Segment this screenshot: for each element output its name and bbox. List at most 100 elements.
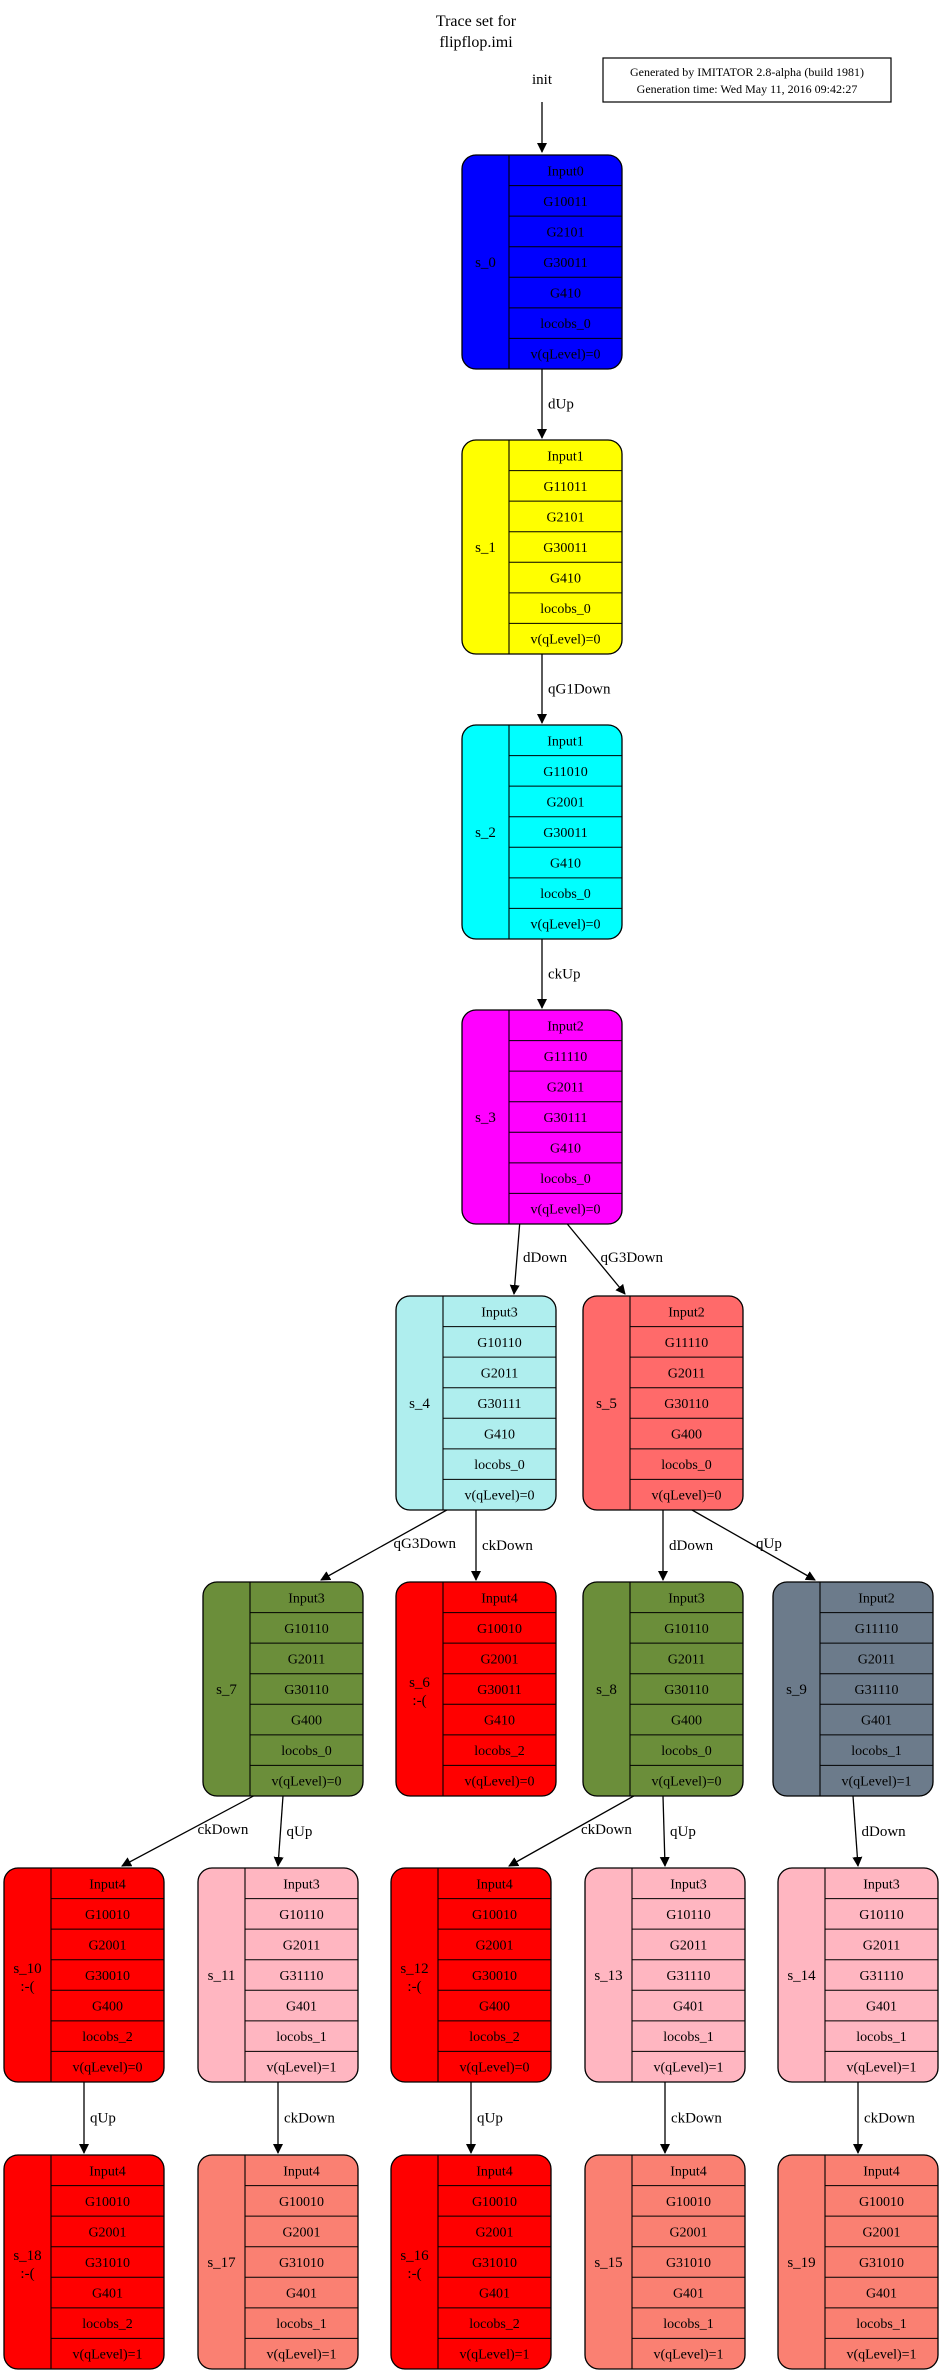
state-variable: G31010: [472, 2256, 517, 2271]
state-location: Input4: [481, 1591, 518, 1606]
state-id: s_16: [400, 2248, 429, 2264]
state-variable: G2001: [282, 2225, 320, 2240]
state-node-s-10: s_10:-(Input4G10010G2001G30010G400locobs…: [3, 1867, 165, 2083]
state-variable: G401: [479, 2287, 510, 2302]
edge-s-11-to-s-17: ckDown: [273, 2082, 335, 2154]
state-box: [582, 1295, 744, 1511]
state-box: [461, 1009, 623, 1225]
state-variable: G410: [484, 1428, 515, 1443]
edge-s-12-to-s-16: qUp: [466, 2082, 503, 2154]
state-variable: v(qLevel)=0: [530, 918, 600, 933]
state-variable: G2011: [863, 1938, 901, 1953]
state-node-s-6: s_6:-(Input4G10010G2001G30011G410locobs_…: [395, 1581, 557, 1797]
state-variable: locobs_1: [856, 2317, 907, 2332]
state-node-s-4: s_4Input3G10110G2011G30111G410locobs_0v(…: [395, 1295, 557, 1511]
state-variable: v(qLevel)=0: [72, 2061, 142, 2076]
state-variable: G30111: [543, 1111, 587, 1126]
state-variable: v(qLevel)=1: [846, 2348, 916, 2363]
state-variable: v(qLevel)=1: [266, 2061, 336, 2076]
state-variable: G31110: [859, 1969, 903, 1984]
state-location: Input2: [858, 1591, 895, 1606]
state-box: [197, 2154, 359, 2370]
state-id: s_2: [475, 825, 496, 841]
edge-s-14-to-s-19: ckDown: [853, 2082, 915, 2154]
state-variable: G400: [671, 1428, 702, 1443]
state-id: s_17: [207, 2255, 236, 2271]
state-variable: v(qLevel)=1: [459, 2348, 529, 2363]
state-id: s_13: [594, 1968, 622, 1984]
graph-title-line2: flipflop.imi: [439, 34, 513, 51]
state-variable: G2001: [475, 2225, 513, 2240]
state-id: s_1: [475, 540, 496, 556]
edge-arrow: [320, 1505, 455, 1581]
state-node-s-17: s_17Input4G10010G2001G31010G401locobs_1v…: [197, 2154, 359, 2370]
state-variable: G410: [550, 287, 581, 302]
state-location: Input2: [668, 1305, 705, 1320]
edge-s-5-to-s-9: qUp: [684, 1505, 816, 1581]
state-node-s-9: s_9Input2G11110G2011G31110G401locobs_1v(…: [772, 1581, 934, 1797]
edge-arrow: [121, 1791, 262, 1867]
edge-s-0-to-s-1: dUp: [537, 369, 574, 439]
edge-label: dDown: [523, 1250, 568, 1266]
edge-arrow: [563, 1219, 626, 1295]
state-variable: locobs_2: [82, 2317, 133, 2332]
state-variable: G2011: [670, 1938, 708, 1953]
state-node-s-2: s_2Input1G11010G2001G30011G410locobs_0v(…: [461, 724, 623, 940]
edge-s-8-to-s-13: qUp: [659, 1795, 696, 1867]
state-variable: G410: [550, 1142, 581, 1157]
state-variable: G10110: [859, 1908, 904, 1923]
state-id: s_19: [787, 2255, 815, 2271]
state-variable: v(qLevel)=0: [464, 1489, 534, 1504]
state-variable: locobs_1: [851, 1744, 902, 1759]
state-node-s-14: s_14Input3G10110G2011G31110G401locobs_1v…: [777, 1867, 939, 2083]
state-variable: G30110: [664, 1397, 709, 1412]
state-variable: G410: [550, 572, 581, 587]
state-variable: G30011: [543, 826, 588, 841]
state-id: s_12: [400, 1961, 428, 1977]
state-variable: locobs_0: [540, 317, 591, 332]
state-variable: G2011: [288, 1652, 326, 1667]
state-variable: v(qLevel)=0: [530, 633, 600, 648]
state-variable: G2011: [668, 1652, 706, 1667]
edge-label: qG1Down: [548, 682, 611, 698]
state-location: Input4: [670, 2164, 707, 2179]
state-id: s_3: [475, 1110, 496, 1126]
state-location: Input3: [481, 1305, 518, 1320]
edge-arrow: [659, 1795, 670, 1867]
state-variable: G2011: [547, 1080, 585, 1095]
state-variable: G401: [866, 2000, 897, 2015]
edge-arrow: [508, 1791, 642, 1867]
edge-arrow: [509, 1219, 521, 1295]
state-variable: G400: [671, 1714, 702, 1729]
state-variable: locobs_0: [474, 1458, 525, 1473]
state-location: Input4: [89, 2164, 126, 2179]
state-variable: v(qLevel)=1: [653, 2061, 723, 2076]
state-variable: G31010: [859, 2256, 904, 2271]
state-variable: G11110: [544, 1050, 588, 1065]
state-variable: G2001: [475, 1938, 513, 1953]
edge-arrow: [684, 1505, 816, 1581]
edge-label: qG3Down: [394, 1536, 457, 1552]
state-box: [395, 1581, 557, 1797]
state-variable: G400: [92, 2000, 123, 2015]
edge-label: ckDown: [671, 2111, 722, 2127]
state-variable: v(qLevel)=0: [464, 1775, 534, 1790]
state-variable: locobs_1: [276, 2030, 327, 2045]
state-variable: v(qLevel)=0: [530, 348, 600, 363]
state-variable: G410: [550, 857, 581, 872]
edge-label: ckDown: [284, 2111, 335, 2127]
state-variable: G10010: [859, 2195, 904, 2210]
state-variable: G2001: [480, 1652, 518, 1667]
state-location: Input4: [863, 2164, 900, 2179]
state-box: [390, 1867, 552, 2083]
state-id: s_4: [409, 1396, 430, 1412]
state-variable: G2001: [546, 795, 584, 810]
state-node-s-1: s_1Input1G11011G2101G30011G410locobs_0v(…: [461, 439, 623, 655]
state-node-s-5: s_5Input2G11110G2011G30110G400locobs_0v(…: [582, 1295, 744, 1511]
state-sad-face: :-(: [407, 2266, 421, 2282]
state-variable: v(qLevel)=1: [266, 2348, 336, 2363]
state-sad-face: :-(: [20, 2266, 34, 2282]
state-variable: G10010: [279, 2195, 324, 2210]
